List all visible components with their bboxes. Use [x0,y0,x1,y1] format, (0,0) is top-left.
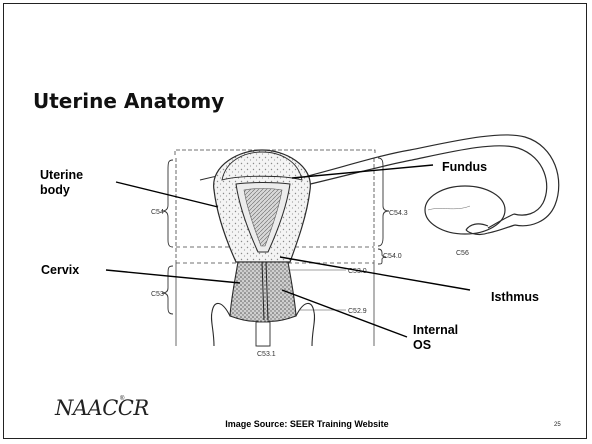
code-c540: C54.0 [383,253,402,260]
code-c53: C53 [151,291,164,298]
logo-registered-mark: ® [120,396,124,402]
code-c531: C53.1 [257,351,276,358]
image-source-caption: Image Source: SEER Training Website [0,419,592,429]
uterine-body-pointer [116,182,218,207]
label-fundus: Fundus [442,160,487,175]
fundus-region [222,152,302,180]
internal-os-pointer [282,290,407,337]
cervix-pointer [106,270,240,283]
label-isthmus: Isthmus [491,290,539,305]
vaginal-canal [256,322,270,346]
code-c54: C54 [151,209,164,216]
fundus-pointer [292,165,433,178]
code-c543: C54.3 [389,210,408,217]
label-cervix: Cervix [41,263,79,278]
label-internal-os: Internal OS [413,323,458,353]
label-uterine-body: Uterine body [40,168,83,198]
code-c56: C56 [456,250,469,257]
naaccr-logo: NAACCR [55,396,149,420]
isthmus-pointer [280,257,470,290]
code-c529: C52.9 [348,308,367,315]
right-braces [378,158,389,264]
ovary [425,186,505,234]
page-number: 25 [554,422,561,428]
